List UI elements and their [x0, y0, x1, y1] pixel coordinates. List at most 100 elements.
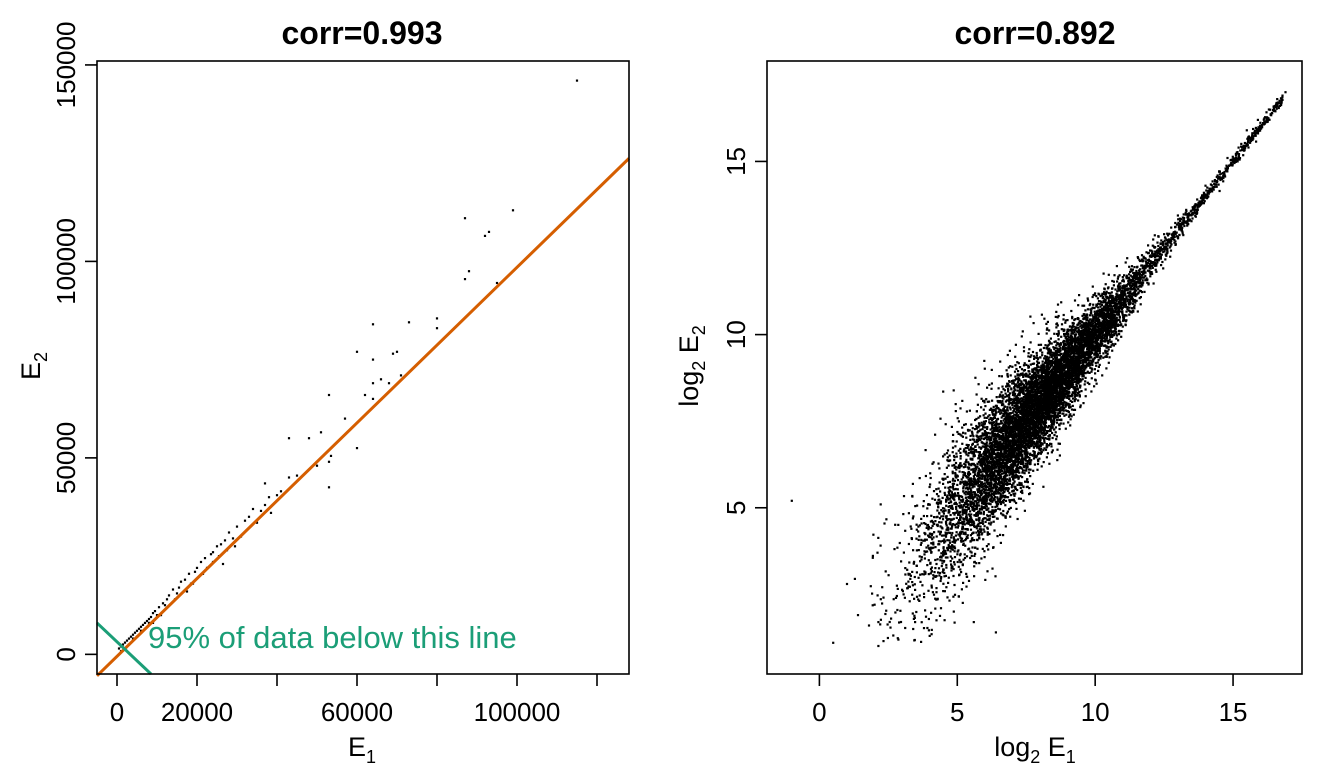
right-data-point [1030, 443, 1033, 446]
right-data-point [941, 510, 944, 513]
right-data-point [1024, 389, 1027, 392]
right-data-point [1016, 404, 1019, 407]
right-data-point [997, 499, 1000, 502]
right-data-point [1064, 321, 1067, 324]
left-data-point [395, 350, 399, 353]
right-data-point [1077, 373, 1080, 376]
right-data-point [1003, 462, 1006, 465]
right-data-point [966, 534, 969, 537]
right-data-point [1156, 254, 1159, 257]
right-data-point [923, 596, 926, 599]
right-data-point [1005, 460, 1008, 463]
right-data-point [965, 410, 968, 413]
right-data-point [1023, 379, 1026, 382]
right-data-point [923, 553, 926, 556]
right-data-point [1086, 308, 1089, 311]
right-data-point [899, 609, 902, 612]
right-data-point [1058, 414, 1061, 418]
right-data-point [1090, 347, 1093, 350]
right-data-point [983, 433, 986, 437]
right-data-point [1151, 252, 1154, 255]
right-data-point [932, 593, 936, 596]
left-data-point [221, 562, 225, 566]
right-data-point [966, 575, 969, 578]
right-data-point [1024, 408, 1028, 412]
right-data-point [1154, 250, 1157, 253]
right-data-point [942, 390, 945, 393]
right-data-point [1023, 417, 1026, 420]
right-data-point [1000, 463, 1003, 466]
right-data-point [1192, 208, 1195, 211]
right-data-point [1022, 445, 1026, 448]
right-data-point [990, 499, 993, 502]
right-data-point [1114, 307, 1117, 310]
right-data-point [919, 543, 922, 546]
right-data-point [930, 628, 933, 631]
right-data-point [1034, 371, 1037, 374]
right-data-point [1046, 373, 1050, 376]
right-data-point [1003, 405, 1006, 408]
right-data-point [1091, 341, 1095, 344]
right-data-point [947, 464, 950, 467]
left-data-point [387, 382, 391, 385]
right-data-point [926, 515, 929, 518]
left-data-point [343, 417, 347, 420]
right-data-point [1104, 283, 1107, 286]
right-data-point [917, 525, 920, 528]
right-data-point [938, 521, 941, 524]
right-data-point [1281, 96, 1284, 99]
right-data-point [1040, 366, 1043, 369]
right-data-point [929, 572, 932, 575]
right-data-point [1062, 376, 1065, 380]
right-data-point [1034, 388, 1037, 392]
right-data-point [960, 481, 963, 484]
right-data-point [1044, 411, 1047, 414]
right-data-point [981, 519, 984, 522]
left-data-point [231, 537, 235, 540]
left-data-point [315, 464, 319, 467]
right-data-point [1162, 250, 1165, 254]
right-data-point [1020, 368, 1024, 371]
right-data-point [1058, 395, 1061, 398]
right-data-point [1054, 426, 1057, 429]
right-data-point [1020, 435, 1023, 438]
left-data-point [187, 572, 191, 575]
right-data-point [947, 545, 950, 548]
right-data-point [1113, 330, 1116, 333]
left-data-point [195, 566, 199, 569]
right-data-point [1205, 197, 1208, 200]
right-data-point [935, 488, 938, 491]
right-data-point [985, 416, 988, 419]
right-data-point [942, 582, 945, 585]
right-data-point [955, 440, 958, 443]
right-data-point [1091, 295, 1094, 299]
right-data-point [1058, 454, 1061, 457]
right-data-point [1102, 356, 1105, 359]
right-data-point [1065, 364, 1068, 367]
right-data-point [941, 518, 945, 521]
right-data-point [1022, 405, 1025, 409]
right-data-point [1105, 367, 1108, 370]
right-data-point [1055, 415, 1058, 418]
right-data-point [1184, 213, 1187, 216]
right-data-point [1121, 313, 1124, 317]
right-data-point [1067, 421, 1070, 424]
right-data-point [1000, 391, 1003, 394]
right-data-point [1079, 406, 1082, 409]
right-data-point [1174, 243, 1177, 246]
right-data-point [1019, 441, 1022, 444]
right-data-point [1070, 408, 1074, 411]
left-data-point [371, 323, 375, 326]
right-data-point [1013, 494, 1016, 497]
right-data-point [986, 570, 989, 573]
right-data-point [1060, 335, 1063, 338]
right-data-point [1249, 139, 1252, 142]
right-data-point [1006, 384, 1009, 387]
right-data-point [1186, 224, 1189, 227]
right-data-point [1023, 472, 1026, 475]
right-data-point [967, 483, 970, 486]
right-data-point [1139, 268, 1142, 271]
right-data-point [1034, 435, 1038, 438]
right-data-point [1031, 387, 1034, 390]
right-data-point [988, 414, 991, 417]
